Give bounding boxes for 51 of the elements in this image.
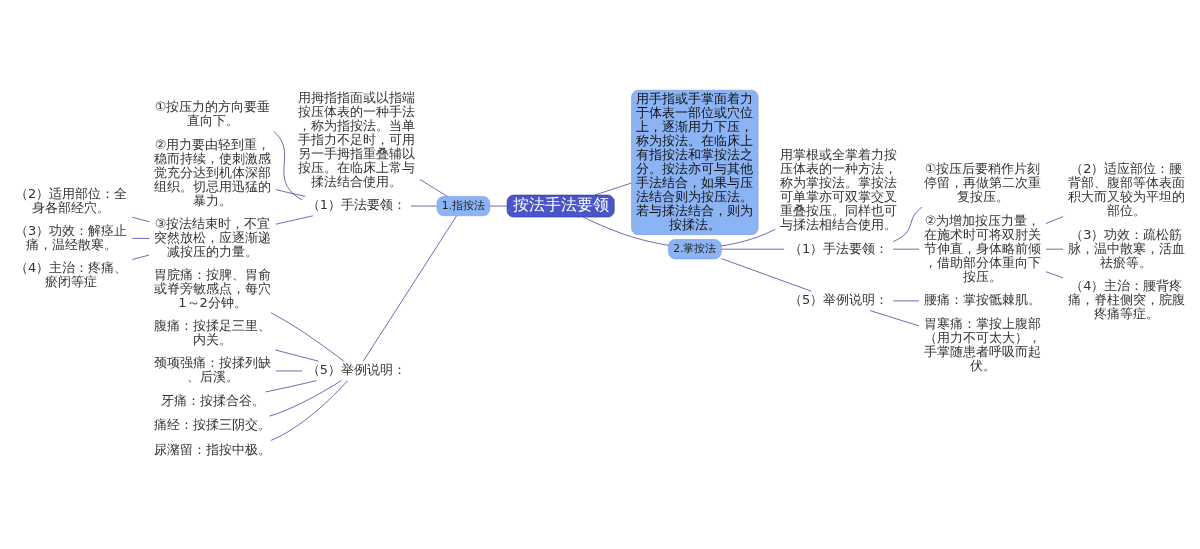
- connector: [1045, 216, 1064, 224]
- node-text: （1）手法要领：: [306, 197, 407, 213]
- node-text: （3）功效：解痉止痛，温经散寒。: [15, 222, 128, 252]
- node-text: ②为增加按压力量，在施术时可将双肘关节伸直，身体略前倾，借助部分体重向下按压。: [924, 212, 1042, 284]
- node-text: （1）手法要领：: [789, 240, 889, 256]
- node-box: 用手指或手掌面着力于体表一部位或穴位上，逐渐用力下压，称为按法。在临床上有指按法和掌按法之分。按法亦可与其他手法结合，如果与压法结合则为按压法。若与揉法结合，则为按揉法。: [631, 89, 759, 235]
- node-box: 按法手法要领: [506, 194, 615, 218]
- node-text: 颈项强痛：按揉列缺、后溪。: [154, 355, 272, 385]
- connector: [892, 206, 923, 242]
- connector: [131, 254, 150, 260]
- connector: [582, 216, 669, 246]
- node-text: 腹痛：按揉足三里、内关。: [154, 318, 272, 348]
- node-text: ③按法结束时，不宜突然放松，应逐渐递减按压的力量。: [154, 215, 272, 259]
- node-text: ①按压力的方向要垂直向下。: [154, 99, 271, 129]
- connector: [275, 215, 314, 225]
- connector: [275, 189, 306, 197]
- connector: [419, 179, 448, 197]
- node-text: 用拇指指面或以指端按压体表的一种手法，称为指按法。当单手指力不足时，可用另一手拇指重叠辅以按压。在临床上常与揉法结合使用。: [297, 89, 415, 189]
- connector: [1045, 271, 1064, 279]
- connector: [275, 349, 319, 362]
- node-text: 尿潴留：指按中极。: [154, 441, 272, 457]
- node-text: 牙痛：按揉合谷。: [160, 393, 265, 408]
- connector: [869, 310, 920, 327]
- connector: [720, 229, 776, 247]
- connector: [721, 258, 812, 292]
- connector: [265, 380, 317, 393]
- connector: [362, 215, 457, 362]
- node-text: 胃脘痛：按脾、胃俞或脊旁敏感点，每穴1～2分钟。: [154, 266, 272, 310]
- node-text: 胃寒痛：掌按上腹部（用力不可太大），手掌随患者呼吸而起伏。: [924, 315, 1042, 373]
- connector: [131, 238, 150, 239]
- node-text: （4）主治：疼痛、瘀闭等症: [15, 259, 128, 289]
- connector: [594, 182, 632, 196]
- node-text: （2）适用部位：全身各部经穴。: [15, 185, 128, 215]
- node-text: 痛经：按揉三阴交。: [154, 417, 272, 433]
- node-text: 用掌根或全掌着力按压体表的一种方法，称为掌按法。掌按法可单掌亦可双掌交叉重叠按压。同样也可与揉法相结合使用。: [780, 146, 898, 232]
- node-text: ①按压后要稍作片刻停留，再做第二次重复按压。: [924, 161, 1042, 205]
- node-text: 腰痛：掌按骶棘肌。: [924, 292, 1042, 308]
- connector: [131, 216, 150, 223]
- node-text: （3）功效：疏松筋脉，温中散寒，活血祛瘀等。: [1067, 226, 1185, 270]
- node-box: 2.掌按法: [668, 239, 722, 260]
- connector: [270, 312, 345, 362]
- node-text: （2）适应部位：腰背部、腹部等体表面积大而又较为平坦的部位。: [1067, 161, 1185, 219]
- node-text: ②用力要由轻到重，稳而持续，使刺激感觉充分达到机体深部组织。切忌用迅猛的暴力。: [154, 136, 272, 208]
- node-text: （4）主治：腰背疼痛，脊柱侧突，脘腹疼痛等症。: [1067, 277, 1185, 321]
- node-text: （5）举例说明：: [789, 292, 889, 308]
- connector: [268, 380, 342, 417]
- connector: [270, 380, 348, 441]
- node-box: 1.指按法: [436, 196, 491, 217]
- connector: [273, 130, 303, 201]
- node-text: （5）举例说明：: [306, 362, 407, 378]
- connector: [489, 205, 508, 207]
